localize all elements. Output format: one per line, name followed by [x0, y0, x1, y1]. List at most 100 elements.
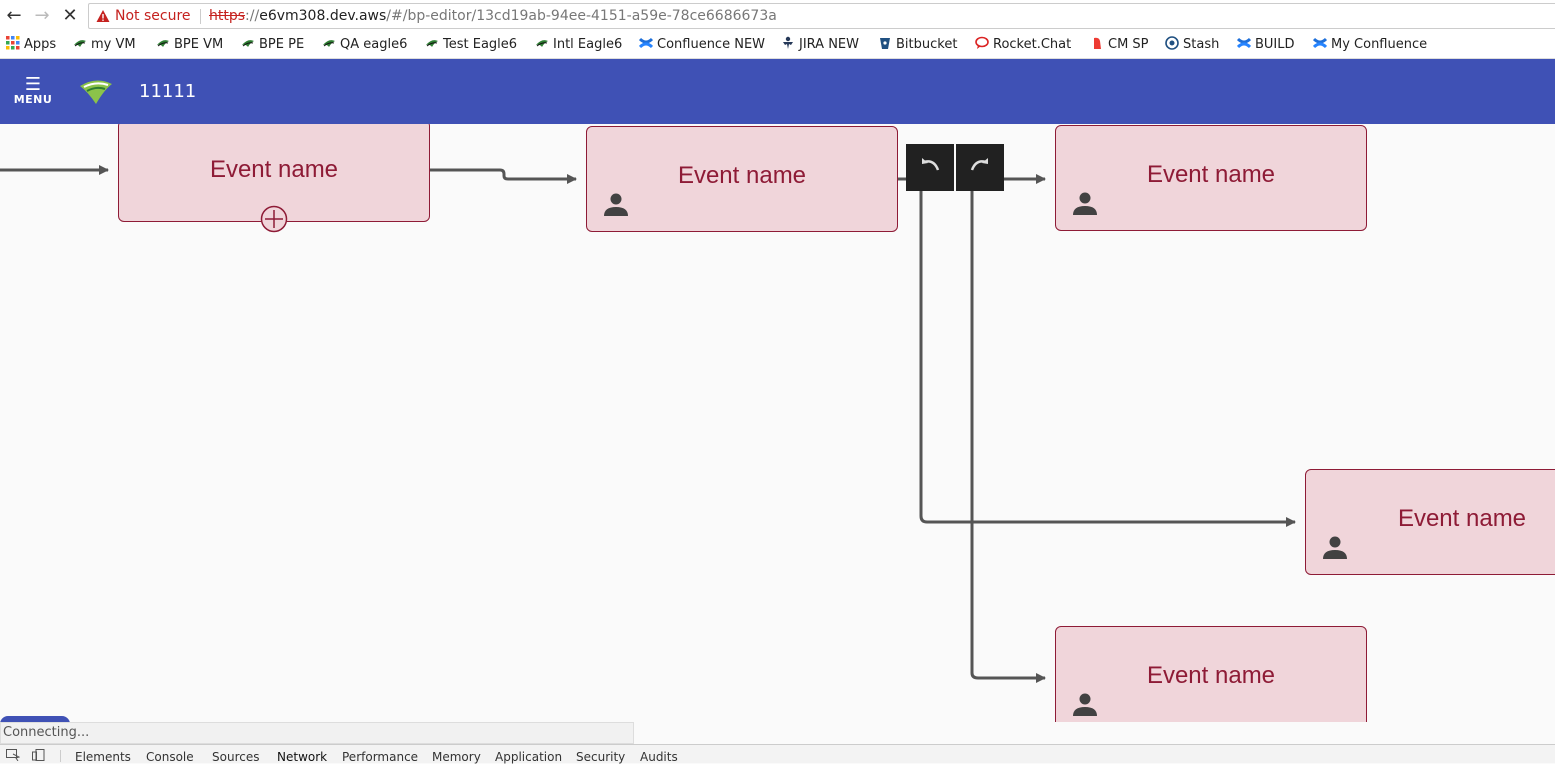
eagle-icon [536, 40, 548, 47]
confluence-icon [639, 37, 653, 49]
eagle-icon [74, 40, 86, 47]
undo-icon [922, 158, 940, 171]
devtools-tab-audits[interactable]: Audits [640, 750, 678, 764]
bookmark-label: BUILD [1255, 37, 1295, 52]
eagle-icon [157, 40, 169, 47]
person-icon [1323, 536, 1347, 559]
bookmark-intl-eagle6[interactable]: Intl Eagle6 [535, 36, 622, 54]
inspect-element-icon[interactable] [6, 749, 20, 761]
bookmark-label: Rocket.Chat [993, 37, 1072, 52]
connector-layer [0, 165, 1296, 683]
bookmark-my-confluence[interactable]: My Confluence [1313, 36, 1427, 54]
bookmark-label: My Confluence [1331, 37, 1428, 52]
devtools-tab-security[interactable]: Security [576, 750, 626, 764]
event-node[interactable]: Event name [586, 126, 898, 232]
bookmark-label: Test Eagle6 [443, 37, 518, 52]
event-node[interactable]: Event name [1305, 469, 1555, 575]
rocketchat-icon [975, 36, 989, 49]
confluence-icon [1237, 37, 1251, 49]
devtools-tab-application[interactable]: Application [495, 750, 563, 764]
devtools-divider [60, 750, 61, 762]
url-text[interactable]: https://e6vm308.dev.aws/#/bp-editor/13cd… [209, 4, 777, 28]
menu-label: MENU [13, 93, 53, 106]
connector-line [919, 190, 1296, 527]
back-arrow-icon[interactable]: ← [6, 5, 22, 26]
eagle-icon [426, 40, 438, 47]
connector-line [970, 190, 1046, 683]
url-host: e6vm308.dev.aws [259, 8, 387, 24]
person-icon [604, 193, 628, 216]
jira-icon [783, 36, 793, 49]
devtools-tab-performance[interactable]: Performance [342, 750, 419, 764]
apps-grid-icon [6, 36, 20, 50]
event-name-label: Event name [1146, 161, 1276, 188]
eagle-icon [323, 40, 335, 47]
eagle-icon [242, 40, 254, 47]
bookmark-cm-sp[interactable]: CM SP [1090, 36, 1149, 54]
bookmark-bpe-pe[interactable]: BPE PE [241, 36, 304, 54]
devtools-tab-network[interactable]: Network [277, 750, 328, 764]
app-header: ☰ MENU 11111 [0, 59, 1555, 124]
undo-button[interactable] [906, 144, 954, 191]
bookmark-jira-new[interactable]: JIRA NEW [781, 36, 859, 54]
event-name-label: Event name [209, 156, 339, 183]
hamburger-icon: ☰ [24, 74, 42, 95]
add-circle-icon[interactable] [260, 205, 288, 233]
bookmark-label: BPE PE [259, 37, 305, 52]
cmsp-icon [1094, 37, 1101, 49]
event-name-label: Event name [1146, 662, 1276, 689]
devtools-tab-memory[interactable]: Memory [432, 750, 481, 764]
address-bar[interactable]: Not secure https://e6vm308.dev.aws/#/bp-… [88, 3, 1555, 29]
menu-button[interactable]: ☰ MENU [10, 74, 56, 111]
bookmarks-bar: Apps my VM BPE VM BPE PE QA eagle6 Test … [0, 32, 1555, 59]
bookmark-label: Stash [1183, 37, 1220, 52]
bookmark-label: Bitbucket [896, 37, 958, 52]
bookmark-label: my VM [91, 37, 136, 52]
status-bar: Connecting... [0, 722, 634, 744]
bookmark-label: JIRA NEW [799, 37, 859, 52]
browser-toolbar: ← → ✕ Not secure https://e6vm308.dev.aws… [0, 0, 1555, 32]
not-secure-label[interactable]: Not secure [115, 8, 191, 24]
omnibox-divider [200, 9, 201, 24]
stash-icon [1165, 36, 1179, 50]
bookmark-label: Confluence NEW [657, 37, 766, 52]
person-icon [1073, 693, 1097, 716]
event-name-label: Event name [1397, 505, 1527, 532]
confluence-icon [1313, 37, 1327, 49]
snackbar-edge [0, 716, 70, 724]
devtools-tab-sources[interactable]: Sources [212, 750, 260, 764]
bookmark-apps[interactable]: Apps [6, 36, 56, 54]
device-toolbar-icon[interactable] [32, 749, 46, 761]
page-title: 11111 [139, 81, 197, 102]
bookmark-label: QA eagle6 [340, 37, 408, 52]
bookmark-label: Intl Eagle6 [553, 37, 623, 52]
bookmark-test-eagle6[interactable]: Test Eagle6 [425, 36, 517, 54]
app-logo-icon [80, 80, 112, 104]
bookmark-build[interactable]: BUILD [1237, 36, 1295, 54]
bookmark-my-vm[interactable]: my VM [73, 36, 136, 54]
url-separator: :// [245, 8, 260, 24]
event-node[interactable]: Event name [118, 124, 430, 233]
redo-button[interactable] [956, 144, 1004, 191]
process-editor-canvas[interactable]: Event name Event name Event name [0, 124, 1555, 722]
event-node[interactable]: Event name [1055, 125, 1367, 231]
devtools-tab-elements[interactable]: Elements [75, 750, 131, 764]
event-node[interactable]: Event name [1055, 626, 1367, 722]
bookmark-label: BPE VM [174, 37, 224, 52]
bookmark-rocketchat[interactable]: Rocket.Chat [975, 36, 1071, 54]
bookmark-stash[interactable]: Stash [1165, 36, 1219, 54]
bookmark-bpe-vm[interactable]: BPE VM [156, 36, 223, 54]
bookmark-confluence-new[interactable]: Confluence NEW [639, 36, 765, 54]
redo-icon [970, 158, 988, 171]
event-name-label: Event name [677, 162, 807, 189]
stop-loading-icon[interactable]: ✕ [62, 5, 78, 26]
warning-icon [96, 10, 110, 22]
bookmark-label: CM SP [1108, 37, 1149, 52]
bitbucket-icon [880, 38, 890, 49]
devtools-tab-console[interactable]: Console [146, 750, 194, 764]
forward-arrow-icon[interactable]: → [34, 5, 50, 26]
bookmark-bitbucket[interactable]: Bitbucket [878, 36, 957, 54]
devtools-toolbar: Elements Console Sources Network Perform… [0, 744, 1555, 764]
bookmark-qa-eagle6[interactable]: QA eagle6 [322, 36, 407, 54]
bookmark-label: Apps [24, 37, 57, 52]
